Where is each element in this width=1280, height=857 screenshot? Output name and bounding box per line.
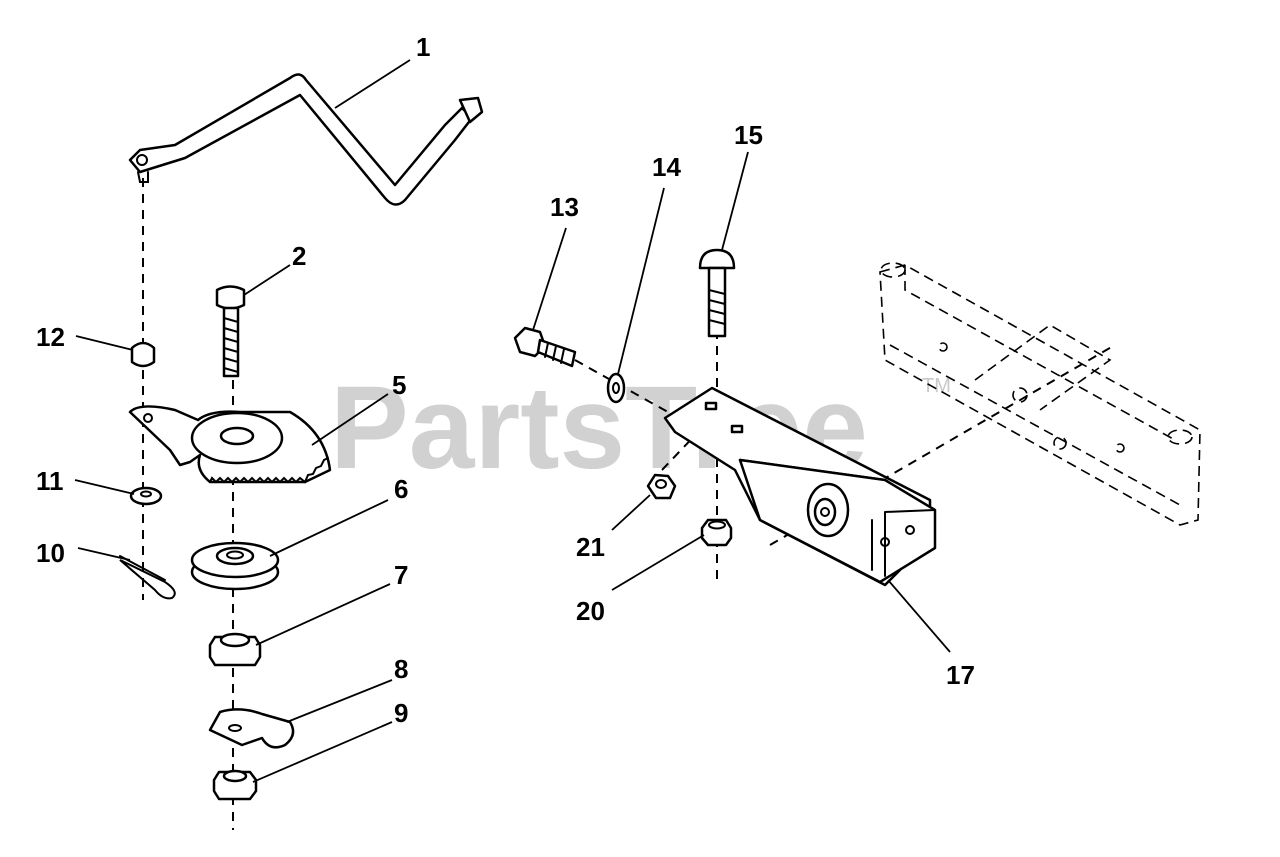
callout-21: 21: [576, 532, 605, 562]
part-7-nut: [208, 632, 262, 667]
callout-13: 13: [550, 192, 579, 222]
leader-1: [334, 59, 411, 109]
leader-20: [611, 534, 705, 591]
gear-hub-hole: [219, 426, 255, 446]
callout-7: 7: [394, 560, 408, 590]
part-12-nut: [130, 341, 156, 368]
leader-9: [252, 721, 393, 783]
part-14-washer: [606, 372, 626, 404]
leader-17: [887, 579, 951, 653]
part-13-hex-bolt: [513, 326, 577, 368]
part-15-carriage-bolt: [698, 248, 736, 338]
leader-12: [75, 335, 134, 351]
phantom-frame: [879, 262, 1201, 526]
watermark-trademark: TM: [922, 375, 951, 397]
callout-14: 14: [652, 152, 681, 182]
part-5-gear-plate: [128, 405, 332, 484]
callout-2: 2: [292, 241, 306, 271]
part-9-nut: [212, 769, 258, 801]
leader-21: [611, 494, 651, 531]
bracket-slot-2: [730, 424, 744, 434]
callout-17: 17: [946, 660, 975, 690]
part-21-nut: [646, 473, 677, 500]
leader-11: [74, 479, 135, 495]
leader-15: [721, 151, 749, 251]
leader-7: [255, 583, 391, 646]
callout-8: 8: [394, 654, 408, 684]
callout-20: 20: [576, 596, 605, 626]
part-6-spacer: [190, 541, 280, 591]
leader-6: [269, 499, 389, 557]
callout-10: 10: [36, 538, 65, 568]
callout-9: 9: [394, 698, 408, 728]
bracket-gear-wheel: [806, 482, 850, 538]
leader-13: [532, 227, 567, 331]
callout-1: 1: [416, 32, 430, 62]
bracket-slot-1: [704, 401, 718, 411]
part-8-clip: [208, 708, 295, 749]
callout-6: 6: [394, 474, 408, 504]
callout-11: 11: [36, 466, 64, 496]
part-20-nut: [700, 518, 733, 547]
part-2-bolt: [215, 285, 246, 378]
callout-5: 5: [392, 370, 406, 400]
callout-12: 12: [36, 322, 65, 352]
rod-end-hole-left: [136, 154, 148, 166]
leader-5: [311, 393, 389, 446]
leader-14: [617, 187, 665, 375]
leader-8: [286, 679, 393, 723]
leader-2: [243, 264, 291, 296]
leader-10: [77, 547, 131, 561]
callout-15: 15: [734, 120, 763, 150]
part-10-cotter-pin: [119, 555, 176, 600]
part-1-control-rod: [128, 73, 484, 206]
